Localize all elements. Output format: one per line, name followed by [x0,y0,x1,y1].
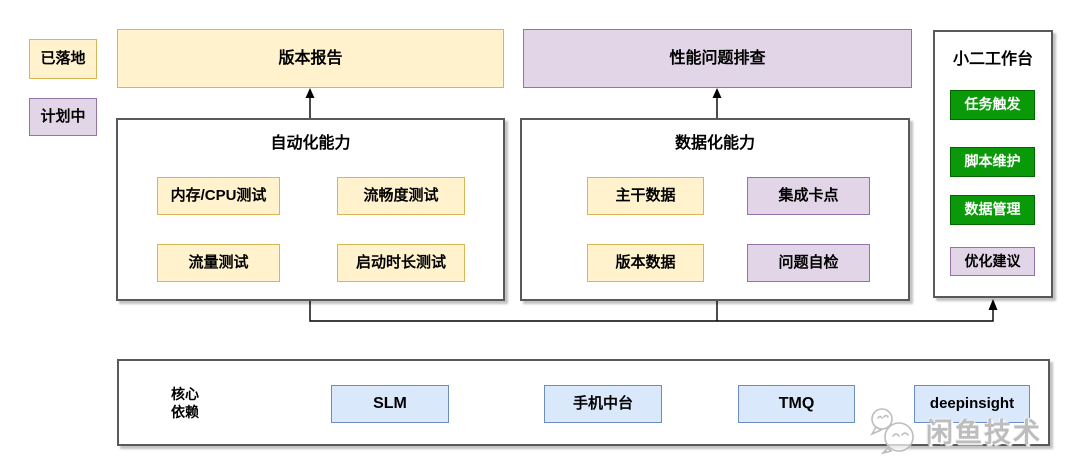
chip-tmq: TMQ [738,385,855,423]
watermark-text: 闲鱼技术 [926,417,1042,448]
output-perf-troubleshooting: 性能问题排查 [523,29,912,88]
panel-workbench-title: 小二工作台 [952,51,1033,68]
xianyu-cat-icon [870,408,914,454]
arrowhead-perf [712,88,722,98]
core-dependencies-label-line1: 核心 [171,385,199,402]
group-data-capability: 数据化能力 主干数据 集成卡点 版本数据 问题自检 [520,118,910,301]
box-core-dependencies: 核心 依赖 SLM 手机中台 TMQ deepinsight [117,359,1050,446]
legend-planned: 计划中 [29,98,97,136]
connector-bus [309,301,994,322]
panel-workbench: 小二工作台 任务触发 脚本维护 数据管理 优化建议 [933,30,1053,298]
chip-smoothness-test: 流畅度测试 [337,177,465,215]
chip-issue-self-check: 问题自检 [747,244,870,282]
legend-implemented: 已落地 [29,39,97,79]
chip-slm: SLM [331,385,449,423]
chip-phone-platform: 手机中台 [544,385,662,423]
chip-optimization-advice: 优化建议 [950,247,1035,276]
chip-memory-cpu-test: 内存/CPU测试 [157,177,280,215]
chip-trunk-data: 主干数据 [587,177,704,215]
chip-traffic-test: 流量测试 [157,244,280,282]
chip-deepinsight: deepinsight [914,385,1030,423]
core-dependencies-label-line2: 依赖 [171,403,199,420]
chip-script-maintenance: 脚本维护 [950,147,1035,177]
group-automation-capability: 自动化能力 内存/CPU测试 流畅度测试 流量测试 启动时长测试 [116,118,505,301]
chip-task-trigger: 任务触发 [950,90,1035,120]
chip-data-management: 数据管理 [950,195,1035,225]
group-data-title: 数据化能力 [674,135,755,152]
group-automation-title: 自动化能力 [270,135,351,152]
output-version-report: 版本报告 [117,29,504,88]
chip-version-data: 版本数据 [587,244,704,282]
chip-startup-time-test: 启动时长测试 [337,244,465,282]
arrowhead-report [305,88,315,98]
chip-integration-gate: 集成卡点 [747,177,870,215]
core-dependencies-label: 核心 依赖 [155,361,215,444]
arrowhead-workbench [988,299,998,310]
watermark: 闲鱼技术 [868,406,1042,454]
